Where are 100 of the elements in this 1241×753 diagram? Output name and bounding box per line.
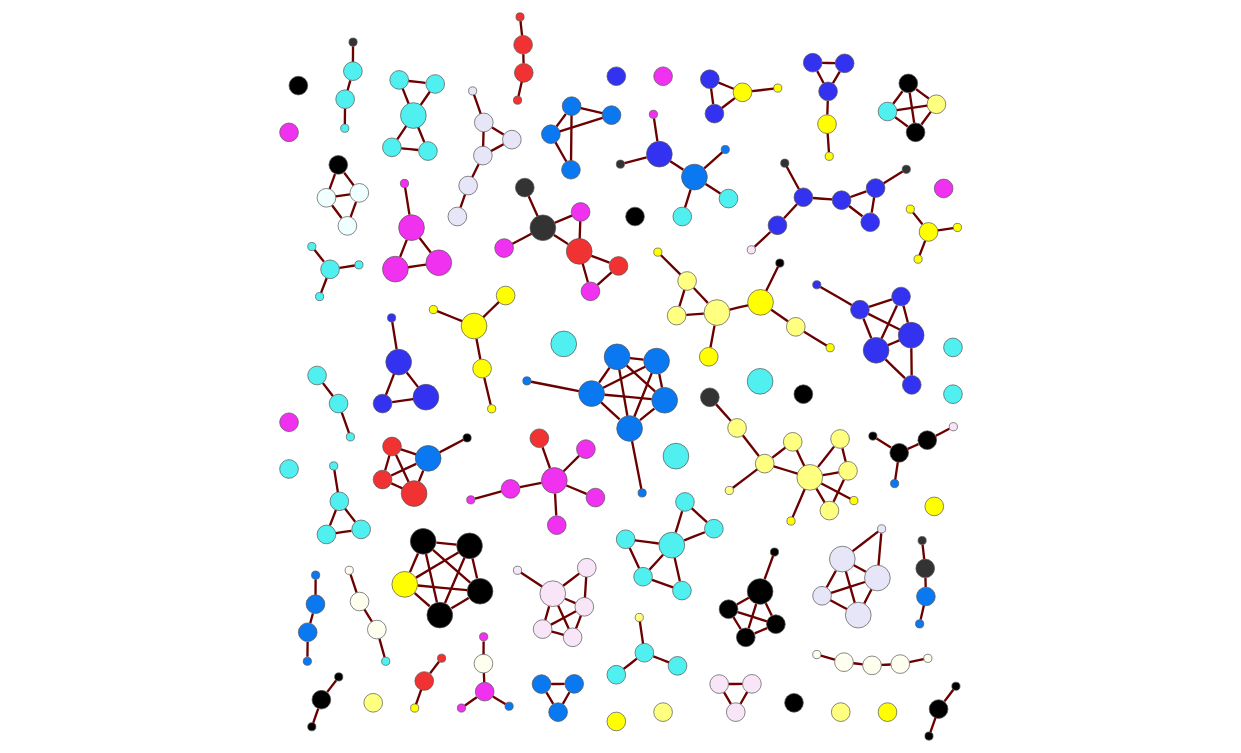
connector xyxy=(553,493,557,516)
node-circle xyxy=(905,204,915,214)
node-circle xyxy=(386,313,396,323)
node-circle xyxy=(889,443,909,463)
connector xyxy=(450,597,469,610)
connector xyxy=(884,358,906,379)
connector xyxy=(868,298,892,308)
node-circle xyxy=(829,429,850,449)
connector xyxy=(893,462,899,480)
node-circle xyxy=(608,256,628,276)
connector xyxy=(657,373,663,388)
node-circle xyxy=(615,529,635,549)
connector xyxy=(552,233,569,246)
connector xyxy=(474,338,481,360)
connector xyxy=(550,682,565,686)
node-circle xyxy=(624,206,645,227)
connector xyxy=(741,434,760,457)
node-circle xyxy=(915,558,935,579)
connector xyxy=(852,564,866,573)
node-circle xyxy=(774,258,784,268)
node-circle xyxy=(372,393,392,414)
node-circle xyxy=(699,69,720,89)
connector xyxy=(551,630,564,636)
node-circle xyxy=(828,545,856,573)
connector xyxy=(470,558,478,579)
connector xyxy=(847,205,863,218)
connector xyxy=(720,97,736,109)
connector xyxy=(830,580,865,594)
connector xyxy=(319,277,328,293)
node-circle xyxy=(634,613,644,622)
connector xyxy=(908,92,915,124)
node-circle xyxy=(915,586,936,607)
node-circle xyxy=(306,722,316,732)
node-circle xyxy=(769,547,779,557)
node-circle xyxy=(889,479,899,489)
connector xyxy=(395,125,407,140)
connector xyxy=(683,531,705,542)
node-circle xyxy=(767,215,787,235)
connector xyxy=(543,606,550,621)
node-circle xyxy=(529,214,556,241)
node-circle xyxy=(532,619,552,639)
connector xyxy=(814,488,826,503)
node-circle xyxy=(414,671,434,691)
node-circle xyxy=(546,515,566,535)
node-circle xyxy=(754,453,774,474)
connector xyxy=(328,509,337,526)
node-circle xyxy=(951,681,960,691)
connector xyxy=(887,339,900,347)
node-circle xyxy=(436,653,446,663)
connector xyxy=(321,382,334,397)
node-circle xyxy=(662,442,689,470)
node-circle xyxy=(512,35,533,55)
connector xyxy=(928,717,937,733)
node-circle xyxy=(811,280,821,290)
connector xyxy=(920,544,925,560)
connector xyxy=(305,641,309,657)
connector xyxy=(521,54,525,64)
node-circle xyxy=(746,368,773,395)
connector xyxy=(840,448,847,462)
node-circle xyxy=(924,731,933,741)
node-circle xyxy=(615,415,643,442)
node-circle xyxy=(825,343,835,353)
node-circle xyxy=(817,81,838,102)
node-circle xyxy=(786,516,795,526)
node-circle xyxy=(512,565,522,575)
connector xyxy=(764,266,779,292)
connector xyxy=(894,116,908,128)
connector xyxy=(731,468,758,489)
node-circle xyxy=(457,175,478,196)
connector xyxy=(408,552,419,573)
connector xyxy=(481,641,485,655)
node-circle xyxy=(305,594,325,614)
connector xyxy=(325,679,337,693)
connector xyxy=(330,204,342,219)
connector xyxy=(918,240,926,256)
connector xyxy=(390,462,417,477)
node-circle xyxy=(412,383,439,411)
node-circle xyxy=(606,665,626,685)
node-circle xyxy=(824,151,834,161)
node-circle xyxy=(562,627,582,647)
node-circle xyxy=(465,495,475,505)
connector xyxy=(599,401,620,421)
node-circle xyxy=(720,145,730,154)
connector xyxy=(772,465,798,475)
connector xyxy=(328,173,336,190)
connector xyxy=(414,551,459,579)
node-circle xyxy=(417,141,438,161)
connector xyxy=(491,695,506,705)
connector xyxy=(908,658,924,664)
connector xyxy=(652,655,669,664)
node-circle xyxy=(948,422,958,432)
node-circle xyxy=(862,337,889,364)
connector xyxy=(896,104,927,112)
node-circle xyxy=(564,674,584,694)
connector xyxy=(630,441,642,489)
node-circle xyxy=(467,86,477,96)
node-circle xyxy=(399,102,427,129)
connector xyxy=(602,365,646,389)
node-circle xyxy=(531,674,551,694)
connector xyxy=(435,541,457,546)
